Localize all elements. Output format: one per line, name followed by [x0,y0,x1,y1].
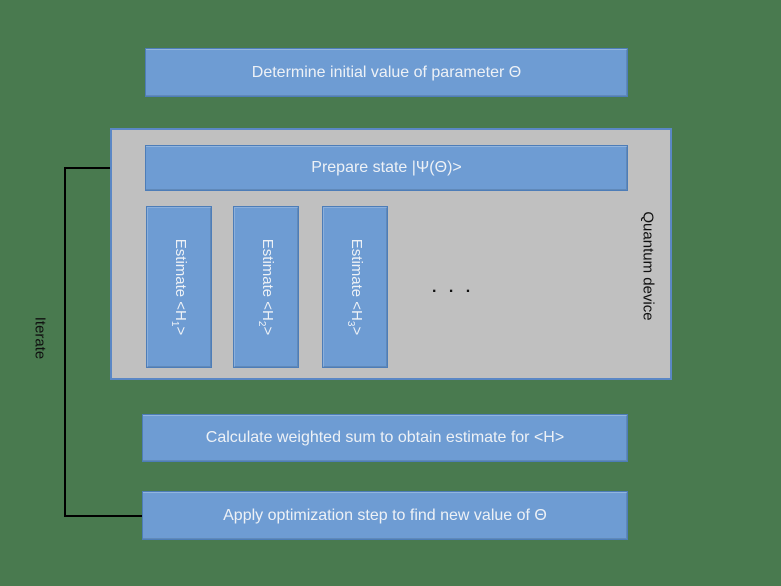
calculate-weighted-sum-label: Calculate weighted sum to obtain estimat… [205,429,565,446]
estimate-h2-prefix: Estimate <H [259,238,277,321]
determine-initial-value-label: Determine initial value of parameter Θ [251,63,522,81]
apply-optimization-box: Apply optimization step to find new valu… [142,491,628,540]
estimate-h3-prefix: Estimate <H [348,238,366,321]
estimate-h2-label: Estimate <H2> [256,239,276,335]
estimate-h1-box: Estimate <H1> [146,206,212,368]
estimate-h3-box: Estimate <H3> [322,206,388,368]
estimate-h3-suffix: > [348,326,366,336]
determine-initial-value-box: Determine initial value of parameter Θ [145,48,628,97]
estimate-h2-box: Estimate <H2> [233,206,299,368]
calculate-weighted-sum-box: Calculate weighted sum to obtain estimat… [142,414,628,462]
quantum-device-label: Quantum device [639,211,657,321]
estimate-h1-suffix: > [172,326,190,336]
iterate-label: Iterate [31,316,49,360]
more-terms-ellipsis: . . . [432,279,475,296]
prepare-state-box: Prepare state |Ψ(Θ)> [145,145,628,191]
estimate-h1-prefix: Estimate <H [172,238,190,321]
estimate-h2-suffix: > [259,326,277,336]
prepare-state-label: Prepare state |Ψ(Θ)> [311,159,462,176]
estimate-h1-label: Estimate <H1> [169,239,189,335]
estimate-h3-label: Estimate <H3> [345,239,365,335]
apply-optimization-label: Apply optimization step to find new valu… [223,506,547,524]
